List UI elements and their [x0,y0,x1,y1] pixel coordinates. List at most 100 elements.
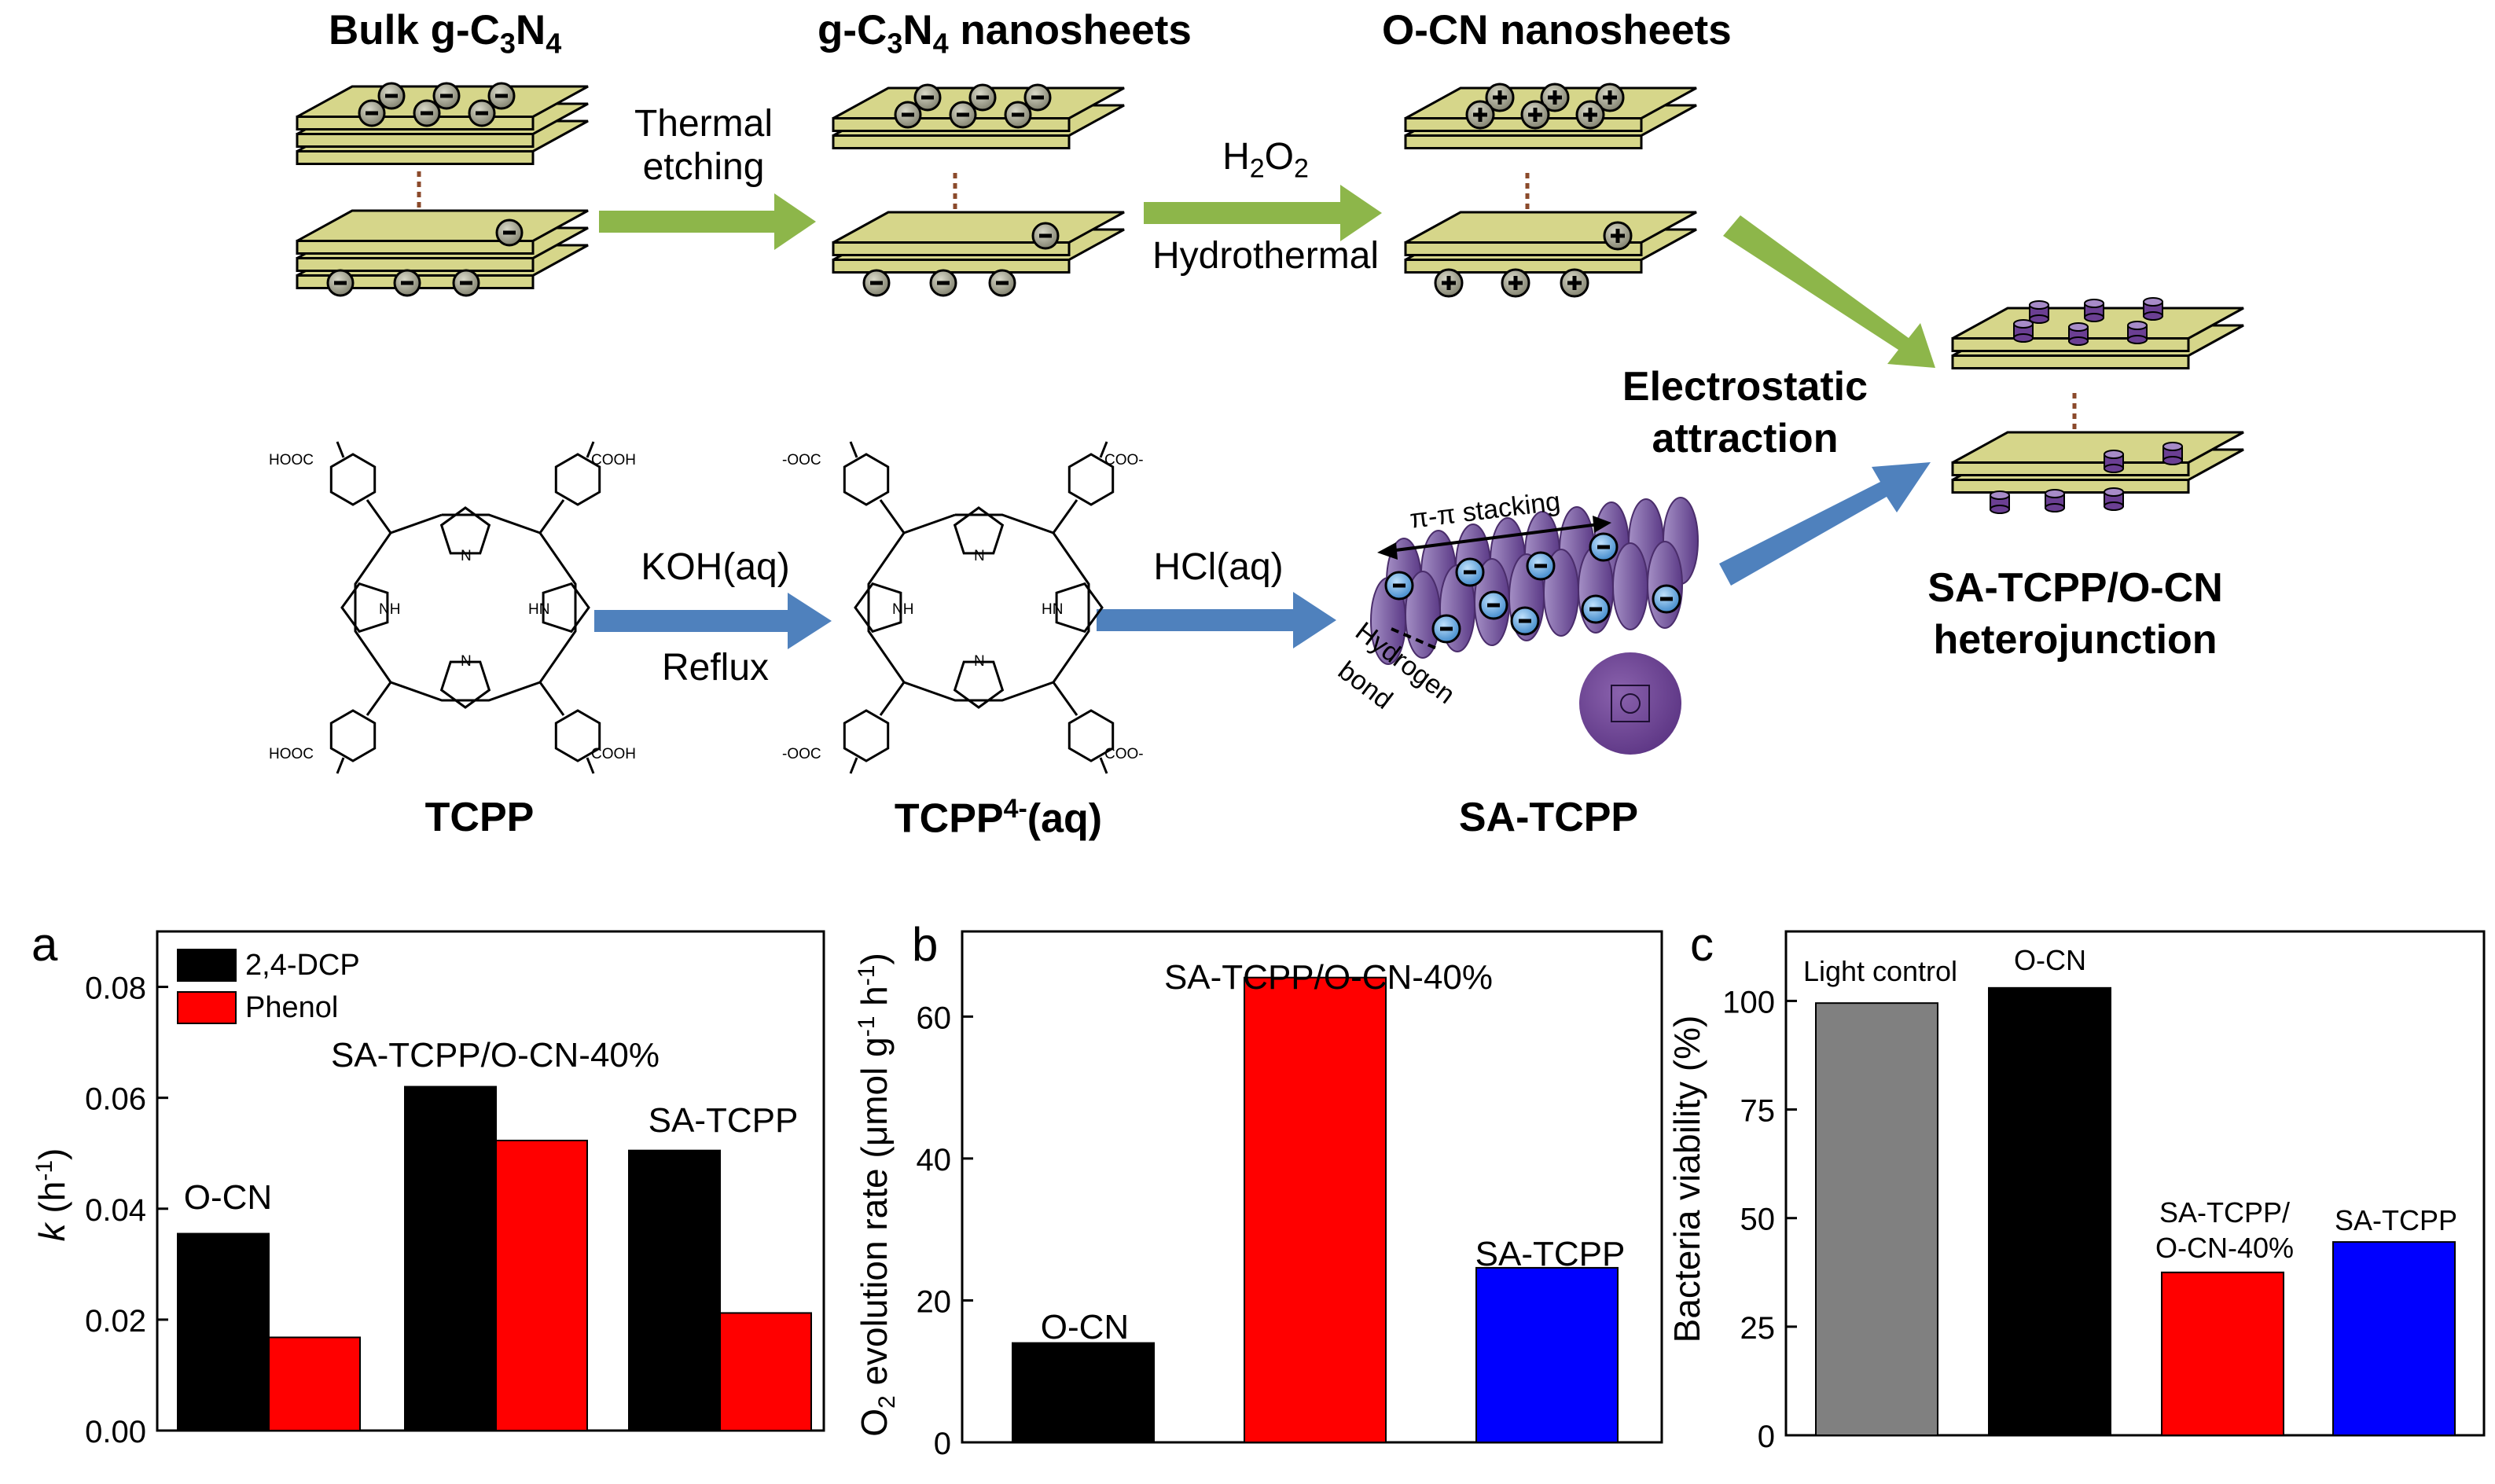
arrow-to-heterojunction-blue [1719,462,1931,586]
y-tick-label: 0 [1758,1420,1775,1454]
y-tick-label: 75 [1740,1094,1776,1129]
y-tick-label: 0 [934,1427,951,1461]
legend-label: Phenol [245,991,338,1024]
phenyl-linker [538,681,565,716]
carboxyl-bond [1099,757,1108,774]
label-electrostatic: Electrostatic [1622,364,1868,410]
label-tcpp4: TCPP4-(aq) [894,794,1103,842]
bar-ocn [1012,1342,1155,1443]
legend-label: 2,4-DCP [245,949,360,982]
label-hooc-top: HOOC [269,452,314,468]
label-thermal: Thermal [634,103,773,145]
label-ooc-bottom: -OOC [782,746,821,762]
bar-24dcp [404,1085,497,1431]
plot-frame [1784,930,2486,1437]
arrow-to-heterojunction-green [1723,215,1935,368]
label-coo-top: COO- [1104,452,1144,468]
y-tick-label: 50 [1740,1203,1776,1237]
bar-satcpp [2332,1241,2456,1436]
y-tick-label: 0.04 [85,1193,146,1228]
category-label: SA-TCPP [649,1101,799,1140]
benzene-ring [843,709,890,762]
carboxyl-bond [849,757,858,774]
y-tick-label: 100 [1722,985,1775,1019]
stack-bulk-gcn [296,82,589,297]
label-hooc-bottom: HOOC [269,746,314,762]
label-ooc-top: -OOC [782,452,821,468]
y-tick-label: 60 [917,1001,952,1035]
label-heterojunction-1: SA-TCPP/O-CN [1927,565,2223,611]
bar-satcppocn40 [2161,1271,2284,1436]
benzene-ring [329,453,377,506]
phenyl-linker [366,499,392,534]
category-label: O-CN [1041,1308,1129,1346]
benzene-ring [329,709,377,762]
y-axis-label-b: O2 evolution rate (μmol g-1 h-1) [854,953,900,1437]
bar-phenol [268,1336,361,1432]
pyrrole-ring [542,582,590,634]
panel-letter-b: b [912,918,938,971]
carboxyl-bond [586,757,595,774]
pyrrole-ring [439,660,491,709]
label-n-top: N [974,548,985,564]
carboxyl-bond [586,441,595,458]
pyrrole-ring [1055,582,1104,634]
benzene-ring [554,709,601,762]
bar-24dcp [177,1232,270,1432]
arrow-h2o2 [1144,185,1382,241]
label-hydrothermal: Hydrothermal [1152,235,1380,277]
benzene-ring [1067,709,1115,762]
category-label: SA-TCPP/O-CN-40% [1164,958,1493,997]
label-n-bottom: N [974,653,985,670]
header-ocn-nanosheets: O-CN nanosheets [1382,7,1732,53]
benzene-ring [1067,453,1115,506]
phenyl-linker [366,681,392,716]
label-nh: NH [379,601,400,618]
label-koh: KOH(aq) [641,546,790,588]
category-label: Light control [1803,955,1957,987]
arrow-hcl [1097,592,1336,648]
label-hcl: HCl(aq) [1153,546,1284,588]
legend-swatch [177,991,237,1024]
bar-satcpp [1475,1266,1619,1443]
category-label-line1: SA-TCPP/ [2159,1196,2290,1229]
arrow-thermal-etching [599,193,816,250]
phenyl-linker [1052,681,1078,716]
carboxyl-bond [1099,441,1108,458]
y-tick-label: 0.00 [85,1415,146,1449]
category-label: SA-TCPP [1475,1235,1626,1273]
benzene-ring [843,453,890,506]
label-coo-bottom: COO- [1104,746,1144,762]
bar-phenol [495,1139,588,1431]
hydrogen-bond-line [1391,627,1439,651]
y-tick-label: 0.02 [85,1304,146,1339]
label-nh: NH [892,601,913,618]
y-tick-label: 20 [917,1284,952,1319]
y-axis-label-c: Bacteria viability (%) [1666,1016,1707,1343]
layered-sheets-group [296,82,2244,514]
label-heterojunction-2: heterojunction [1933,617,2218,663]
label-tcpp: TCPP [424,795,535,840]
category-label: O-CN [2014,944,2086,976]
bar-lightcontrol [1815,1002,1938,1437]
header-bulk-gcn: Bulk g-C3N4 [329,7,562,60]
phenyl-linker [1052,499,1078,534]
phenyl-linker [879,499,906,534]
label-hn: HN [528,601,549,618]
arrow-koh [594,593,832,649]
label-reflux: Reflux [661,647,770,689]
label-n-bottom: N [461,653,472,670]
panel-letter-a: a [31,918,58,971]
carboxyl-bond [336,757,345,774]
y-tick-label: 40 [917,1143,952,1177]
pyrrole-ring [439,506,491,555]
category-label: SA-TCPP/O-CN-40% [331,1036,660,1074]
bar-24dcp [628,1149,721,1431]
bar-phenol [719,1312,812,1432]
label-h2o2: H2O2 [1222,136,1309,184]
arrowhead-right [1593,516,1611,533]
bar-ocn [1988,986,2111,1436]
porphyrin-inset-icon [1579,652,1681,755]
